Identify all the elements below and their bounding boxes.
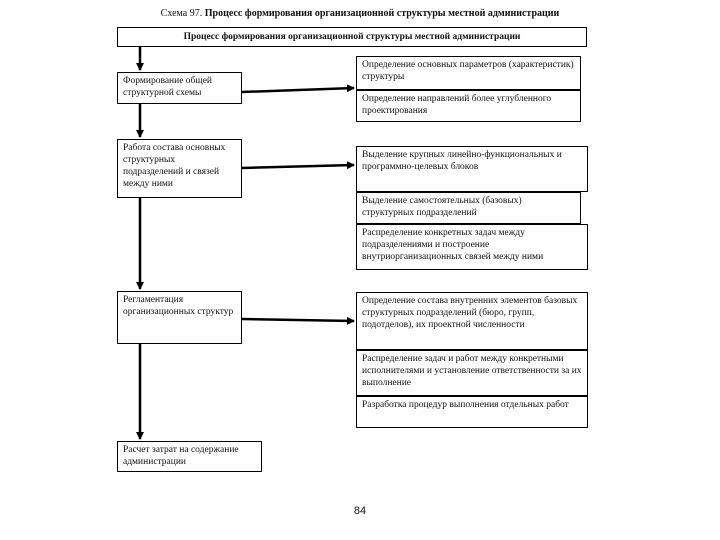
left-step-general-scheme: Формирование общей структурной схемы — [117, 72, 242, 104]
right-step-deeper-design: Определение направлений более углубленно… — [356, 90, 581, 122]
caption-prefix: Схема 97. — [160, 8, 205, 19]
diagram-caption: Схема 97. Процесс формирования организац… — [0, 8, 720, 19]
left-step-regulation: Регламентация организационных структур — [117, 291, 242, 344]
right-step-procedures: Разработка процедур выполнения отдельных… — [356, 396, 588, 428]
right-step-base-divisions: Выделение самостоятельных (базовых) стру… — [356, 192, 581, 224]
arrow-step2-to-right-group2 — [241, 161, 355, 170]
arrow-step3-to-right-group3 — [241, 316, 355, 325]
page-number: 84 — [353, 505, 367, 517]
caption-title: Процесс формирования организационной стр… — [204, 8, 560, 19]
right-step-main-parameters: Определение основных параметров (характе… — [356, 56, 581, 90]
left-step-main-divisions: Работа состава основных структурных подр… — [117, 139, 242, 198]
right-step-work-allocation: Распределение задач и работ между конкре… — [356, 350, 588, 396]
left-step-cost-calculation: Расчет затрат на содержание администраци… — [117, 441, 262, 472]
process-header-box: Процесс формирования организационной стр… — [117, 27, 587, 47]
arrow-step1-to-right-group1 — [241, 84, 355, 94]
right-step-large-blocks: Выделение крупных линейно-функциональных… — [356, 146, 588, 192]
right-step-task-distribution: Распределение конкретных задач между под… — [356, 224, 588, 270]
right-step-internal-elements: Определение состава внутренних элементов… — [356, 292, 588, 350]
